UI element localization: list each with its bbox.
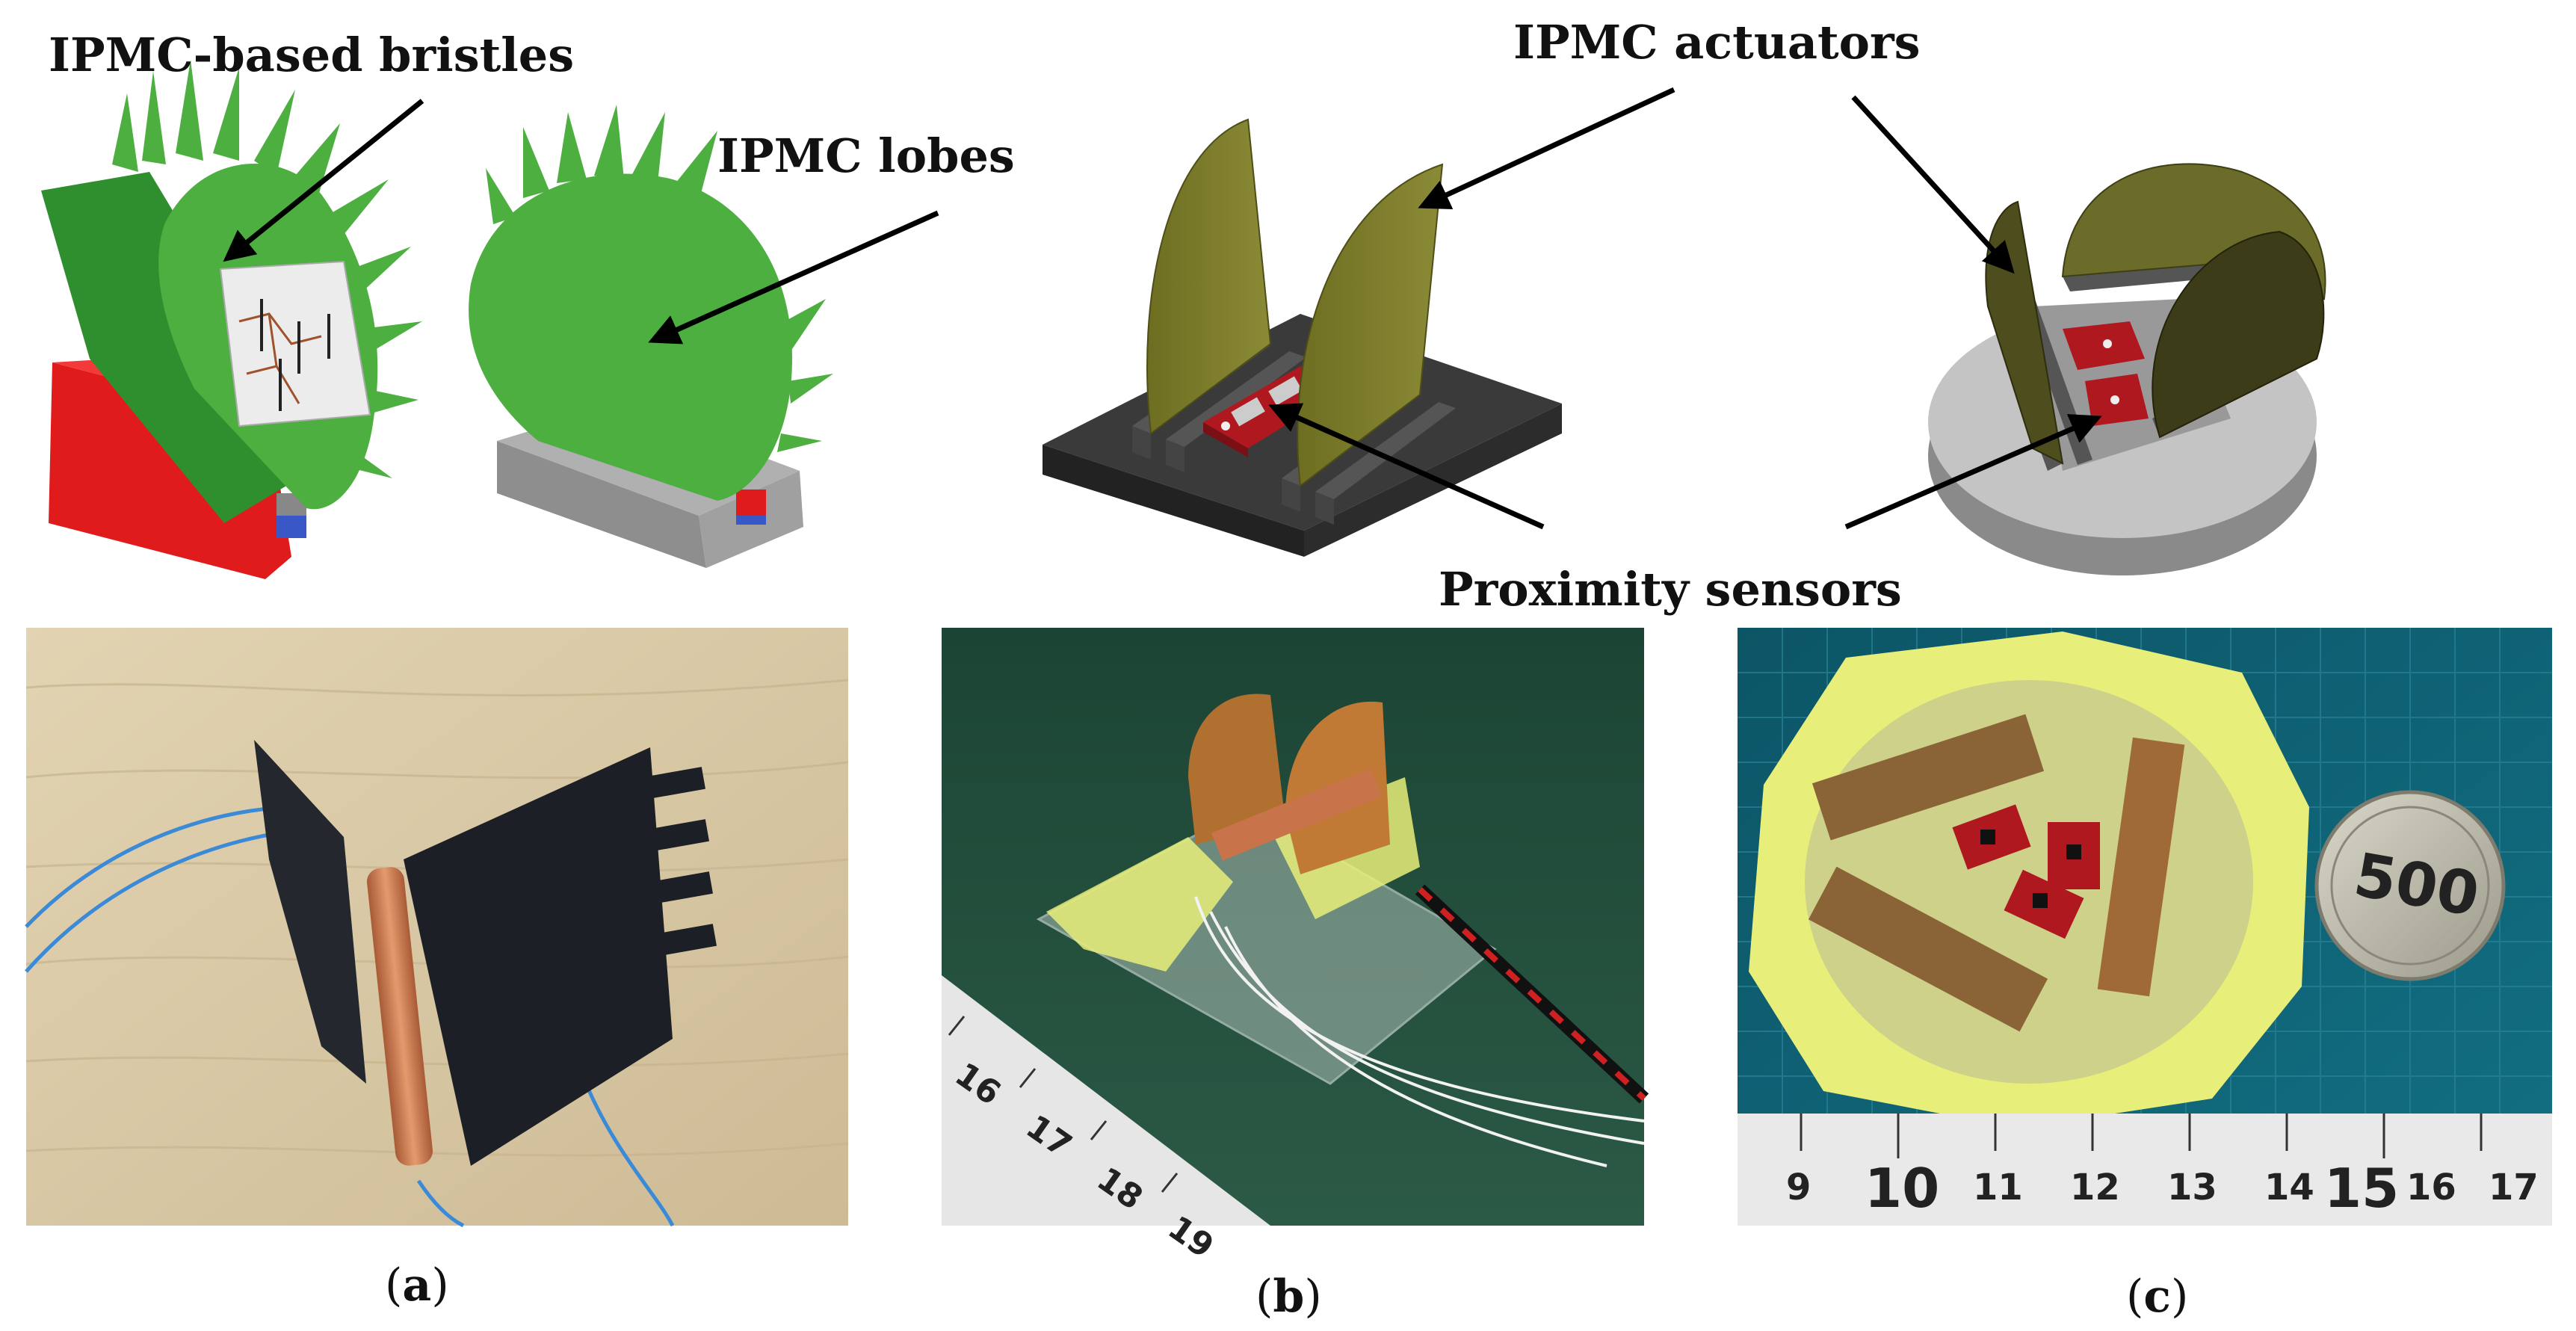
- sensor-board-c: [2063, 321, 2149, 426]
- flytrap-bristle-model: [41, 60, 422, 579]
- label-actuators: IPMC actuators: [1513, 15, 1921, 70]
- gray-lobe-teeth: [486, 105, 833, 452]
- copper-hinge: [367, 867, 433, 1166]
- lobe-teeth: [112, 60, 422, 478]
- ruler-c-label-15: 15: [2324, 1157, 2399, 1220]
- coin-inner-ring: [2330, 806, 2490, 966]
- flytrap-lobe-model: [469, 105, 833, 568]
- photo-a: [25, 628, 849, 1228]
- photo-b-actuator-left: [1188, 694, 1285, 844]
- caption-c: (c): [2126, 1270, 2188, 1323]
- ruler-c-label-16: 16: [2406, 1167, 2456, 1208]
- bristle-wires: [238, 312, 322, 404]
- dark-lobe-teeth: [643, 767, 717, 957]
- coin-500: [2314, 790, 2506, 981]
- photo-c: 500 9 10 11 12 13 14 15 16 17: [1738, 628, 2552, 1226]
- ruler-c-label-10: 10: [1865, 1157, 1939, 1220]
- actuator-left: [1146, 118, 1272, 435]
- bristle-pins: [260, 299, 330, 411]
- round-actuator-right: [2152, 230, 2325, 439]
- white-wires-b: [1194, 896, 1645, 1167]
- label-sensors: Proximity sensors: [1439, 562, 1902, 617]
- ruler-c-label-17: 17: [2489, 1167, 2539, 1208]
- gray-lobe: [469, 173, 792, 501]
- dark-lobe-left: [254, 740, 366, 1084]
- ruler-c-ticks: [1800, 1114, 2483, 1158]
- ruler-c-label-14: 14: [2264, 1167, 2314, 1208]
- photo-c-strip-right: [2097, 737, 2185, 997]
- yellow-tape-b: [1046, 837, 1233, 972]
- caption-a: (a): [385, 1259, 449, 1312]
- arrow-bristles: [223, 99, 424, 262]
- dark-base-left: [1043, 445, 1304, 557]
- twisted-cable-b: [1415, 884, 1649, 1104]
- label-bristles: IPMC-based bristles: [49, 28, 574, 82]
- lobe-slot-red: [736, 490, 766, 516]
- photo-b-copper-rail: [1211, 768, 1383, 861]
- ruler-c-label-9: 9: [1786, 1167, 1811, 1208]
- arrow-lobes: [648, 210, 939, 345]
- arrow-sensors-right: [1844, 414, 2102, 530]
- photo-c-sensor-boards: [1952, 804, 2100, 939]
- ruler-c-label-13: 13: [2167, 1167, 2217, 1208]
- dark-lobe-right: [404, 747, 673, 1166]
- ruler-b-ticks: [948, 1016, 1179, 1193]
- base-slot-blue: [277, 516, 306, 538]
- gray-base: [497, 441, 706, 568]
- lobe-slot-blue: [736, 516, 766, 525]
- label-lobes: IPMC lobes: [717, 129, 1015, 183]
- arrow-actuators-right: [1851, 95, 2015, 274]
- ruler-b: [942, 975, 1270, 1226]
- photo-c-strip-left: [1811, 714, 2045, 841]
- caption-b: (b): [1255, 1270, 1322, 1323]
- square-base-model: [1043, 118, 1562, 557]
- ruler-c-label-12: 12: [2070, 1167, 2120, 1208]
- arrow-sensors-left: [1268, 403, 1545, 530]
- ruler-c-label-11: 11: [1973, 1167, 2023, 1208]
- photo-c-strip-bottom: [1808, 866, 2048, 1032]
- photo-b: 16 17 18 19: [942, 628, 1649, 1266]
- ruler-c: [1738, 1114, 2552, 1226]
- back-lobe: [41, 172, 299, 523]
- arrow-actuators-left: [1418, 87, 1675, 209]
- round-base-model: [1928, 163, 2326, 575]
